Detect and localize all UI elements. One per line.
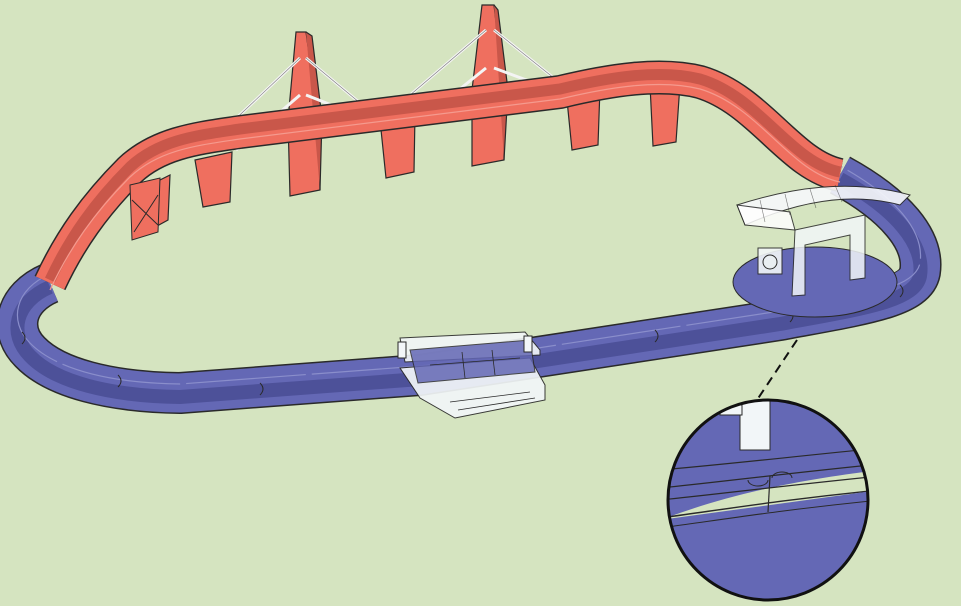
crossing-platform (398, 332, 545, 418)
elevated-bridge-track (50, 5, 840, 290)
detail-magnifier (660, 340, 880, 606)
